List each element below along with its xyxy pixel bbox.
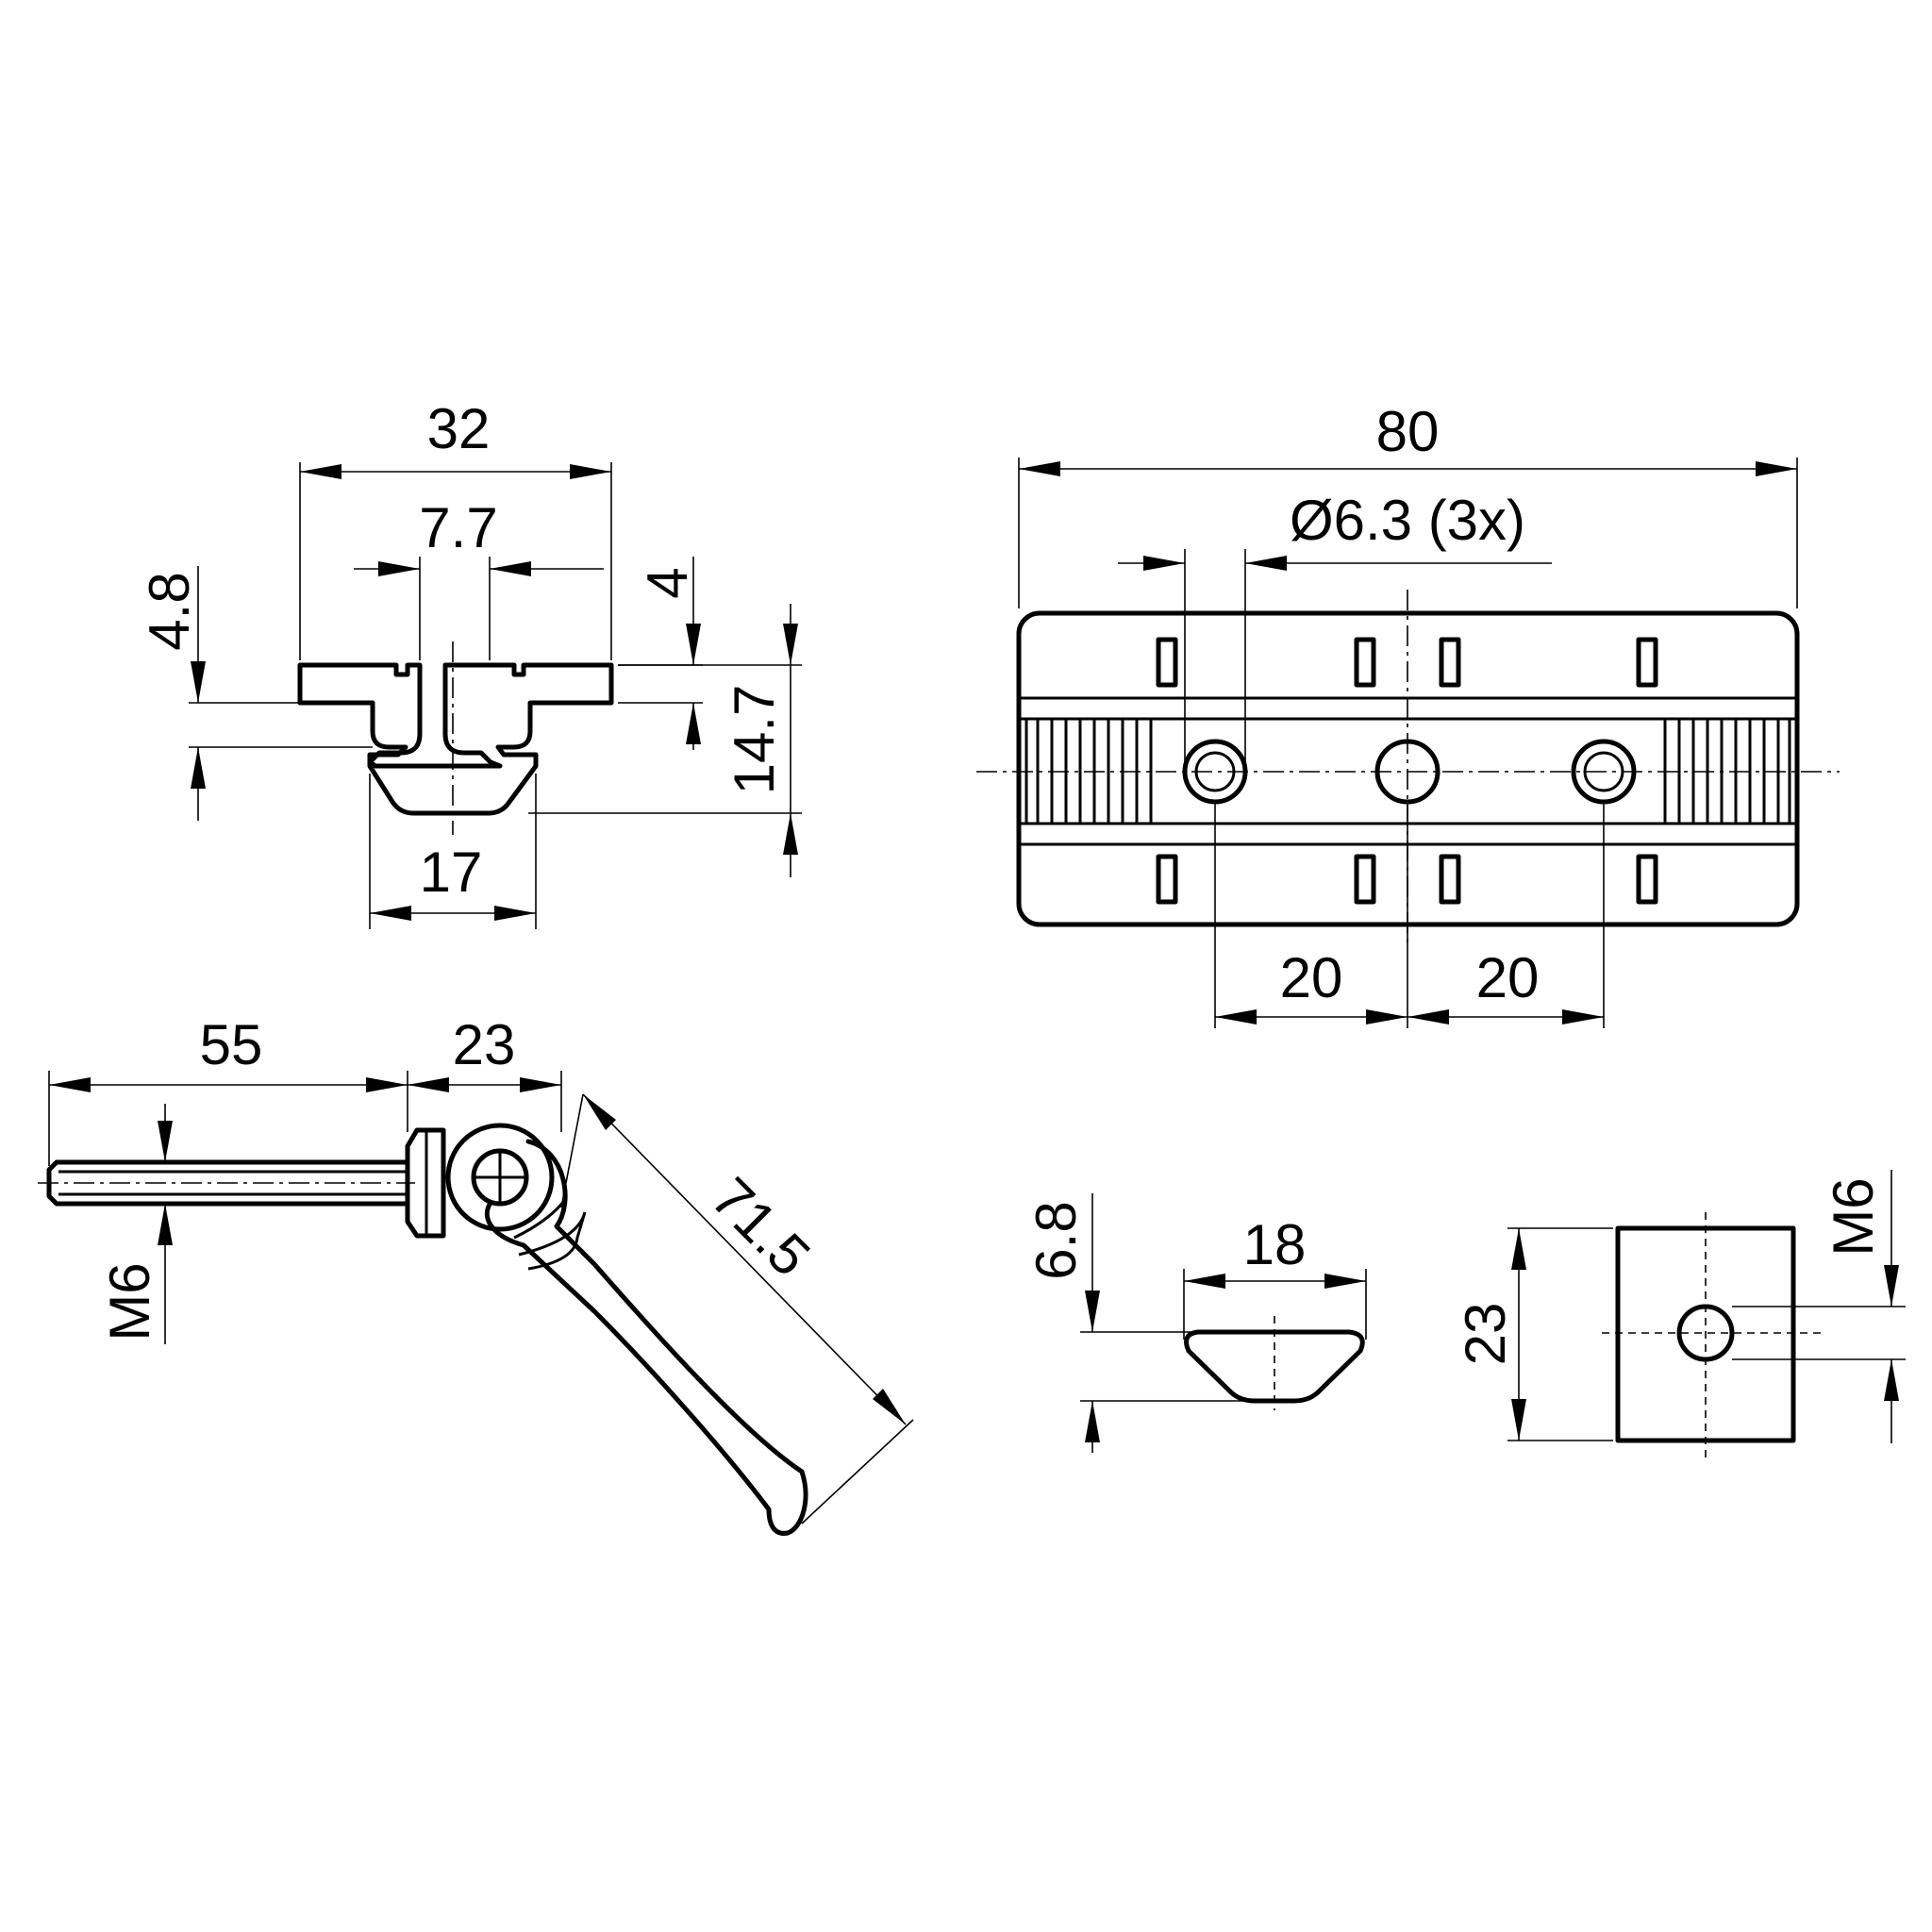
dim-label-m6-wedge: M6: [1822, 1177, 1885, 1256]
dim-m6-lever: M6: [98, 1104, 173, 1344]
dim-80: 80: [1018, 400, 1798, 608]
dim-label-23-wedge: 23: [1454, 1303, 1517, 1366]
dim-label-20-left: 20: [1280, 946, 1343, 1009]
knurl-right: [1663, 717, 1791, 825]
dim-55-23: 55 23: [48, 1013, 562, 1166]
dim-label-6-8: 6.8: [1024, 1201, 1088, 1279]
dim-label-7-7: 7.7: [419, 496, 497, 559]
slot-top-2: [1354, 637, 1376, 688]
dim-4-8: 4.8: [138, 566, 373, 821]
dim-label-23: 23: [453, 1013, 516, 1076]
dim-label-17: 17: [420, 841, 483, 904]
lever-head: [405, 1127, 446, 1239]
dim-label-4-8: 4.8: [138, 572, 201, 650]
dim-label-4: 4: [636, 567, 699, 598]
dim-label-18: 18: [1243, 1213, 1307, 1276]
dim-label-55: 55: [200, 1013, 263, 1076]
dim-17: 17: [369, 774, 537, 929]
dim-label-32: 32: [427, 397, 491, 460]
dim-7-7: 7.7: [354, 496, 604, 660]
slot-bottom-3: [1439, 854, 1461, 905]
dim-m6-wedge: M6: [1732, 1170, 1906, 1443]
dim-71-5: 71.5: [560, 1093, 914, 1524]
slot-nut-front-view: [297, 641, 614, 835]
slot-top-3: [1439, 637, 1461, 688]
dim-14-7: 14.7: [528, 604, 802, 877]
dim-label-71-5: 71.5: [700, 1166, 823, 1289]
dim-label-m6-lever: M6: [98, 1262, 161, 1341]
dim-label-hole-diameter: Ø6.3 (3x): [1290, 489, 1525, 552]
slot-top-1: [1156, 637, 1178, 688]
dim-20-20: 20 20: [1214, 802, 1605, 1028]
clamping-lever-side-view: [38, 1123, 808, 1536]
cam-circle: [445, 1123, 555, 1232]
slot-bottom-4: [1636, 854, 1658, 905]
wedge-nut-profile: [1184, 1329, 1365, 1404]
dim-4: 4: [618, 557, 703, 750]
dim-label-14-7: 14.7: [723, 685, 786, 795]
slot-top-4: [1636, 637, 1658, 688]
dim-hole-diameter: Ø6.3 (3x): [1118, 489, 1552, 772]
slot-bottom-1: [1156, 854, 1178, 905]
dim-23-wedge: 23: [1454, 1227, 1613, 1441]
slot-bottom-2: [1354, 854, 1376, 905]
slot-nut-profile: [297, 662, 614, 816]
dim-label-80: 80: [1376, 400, 1440, 463]
dim-32: 32: [299, 397, 612, 660]
dim-18: 18: [1183, 1213, 1367, 1340]
dim-6-8: 6.8: [1024, 1193, 1245, 1453]
knurl-left: [1024, 717, 1153, 825]
wedge-nut-top-view: [1602, 1212, 1821, 1457]
dim-label-20-right: 20: [1476, 946, 1540, 1009]
wedge-nut-front-view: [1184, 1316, 1365, 1410]
